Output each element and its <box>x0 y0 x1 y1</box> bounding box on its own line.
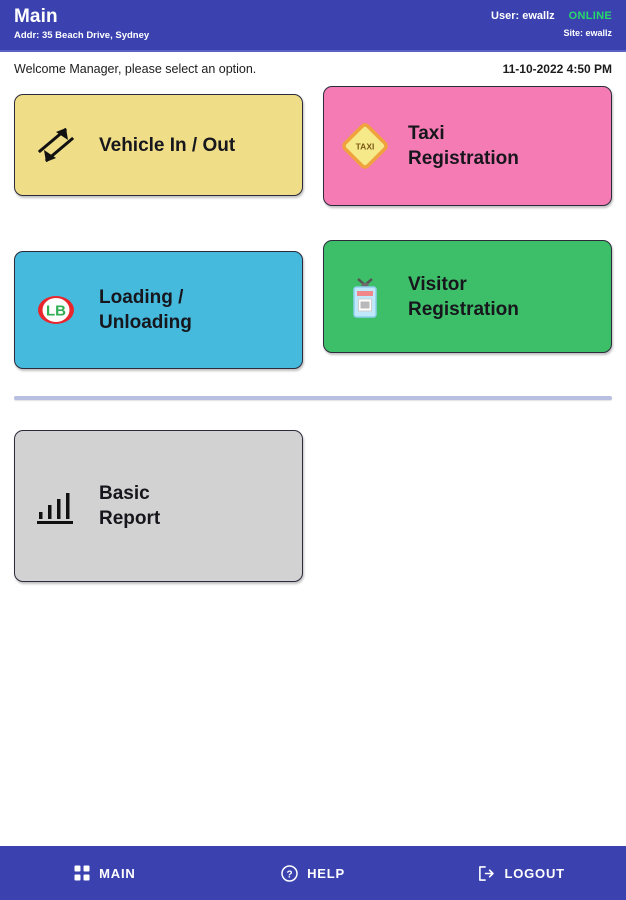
main-menu-grid: Vehicle In / Out TAXI Taxi Registration … <box>0 86 626 369</box>
grid-icon <box>73 865 90 882</box>
section-divider-wrap <box>0 396 626 400</box>
tile-label: Loading / Unloading <box>99 287 192 333</box>
user-status-line: User: ewallz ONLINE <box>491 9 612 23</box>
lb-badge-icon: LB <box>29 283 83 337</box>
tile-vehicle-in-out[interactable]: Vehicle In / Out <box>14 94 303 196</box>
page-title: Main <box>14 6 58 27</box>
tile-visitor-registration[interactable]: Visitor Registration <box>323 240 612 353</box>
app-header: Main Addr: 35 Beach Drive, Sydney User: … <box>0 0 626 52</box>
tile-label: Vehicle In / Out <box>99 134 236 156</box>
tile-loading-unloading[interactable]: LB Loading / Unloading <box>14 251 303 369</box>
bottom-navigation-bar: MAIN ? HELP LOGOUT <box>0 846 626 900</box>
site-address: Addr: 35 Beach Drive, Sydney <box>14 30 150 41</box>
tile-taxi-registration[interactable]: TAXI Taxi Registration <box>323 86 612 206</box>
connection-status-badge: ONLINE <box>568 10 612 22</box>
nav-label: LOGOUT <box>504 865 565 881</box>
svg-text:?: ? <box>287 869 293 880</box>
taxi-sign-text: TAXI <box>356 142 375 152</box>
tile-label: Basic Report <box>99 483 161 529</box>
nav-label: MAIN <box>99 865 136 881</box>
header-right-group: User: ewallz ONLINE Site: ewallz <box>491 6 612 40</box>
question-circle-icon: ? <box>281 864 298 882</box>
current-site-label: Site: ewallz <box>563 28 612 38</box>
tile-label: Taxi Registration <box>408 123 519 169</box>
two-way-arrows-icon <box>29 118 83 172</box>
report-section: Basic Report <box>0 430 626 582</box>
section-divider <box>14 396 612 400</box>
welcome-bar: Welcome Manager, please select an option… <box>0 52 626 86</box>
nav-label: HELP <box>307 865 345 881</box>
current-datetime: 11-10-2022 4:50 PM <box>502 62 612 76</box>
nav-help[interactable]: ? HELP <box>209 846 418 900</box>
taxi-sign-icon: TAXI <box>338 119 392 173</box>
nav-logout[interactable]: LOGOUT <box>417 846 626 900</box>
nav-main[interactable]: MAIN <box>0 846 209 900</box>
welcome-message: Welcome Manager, please select an option… <box>14 62 257 76</box>
id-badge-icon <box>338 270 392 324</box>
current-user-label: User: ewallz <box>491 10 555 22</box>
header-left-group: Main Addr: 35 Beach Drive, Sydney <box>14 6 149 43</box>
bar-chart-icon <box>29 479 83 533</box>
logout-arrow-icon <box>478 865 495 882</box>
tile-basic-report[interactable]: Basic Report <box>14 430 303 582</box>
tile-label: Visitor Registration <box>408 273 519 320</box>
lb-badge-text: LB <box>46 303 66 320</box>
